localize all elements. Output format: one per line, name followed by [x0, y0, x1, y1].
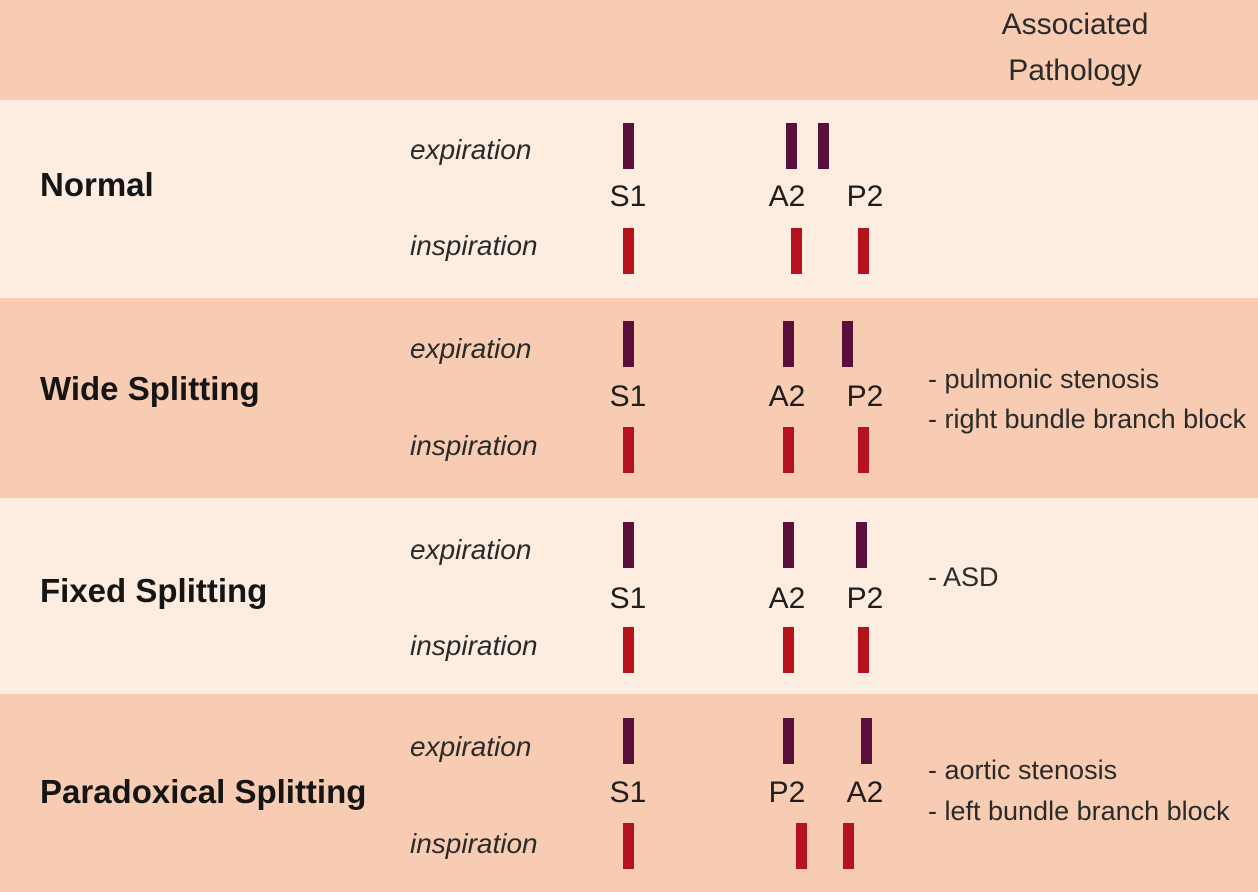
- sound-label-a2: A2: [768, 180, 806, 213]
- row-title-wide-splitting: Wide Splitting: [40, 370, 260, 407]
- sound-label-p2: P2: [768, 776, 806, 809]
- phase-label-expiration: expiration: [410, 333, 532, 364]
- inspiration-p2-bar: [858, 427, 869, 473]
- sound-label-p2: P2: [846, 180, 884, 213]
- expiration-a2-bar: [786, 123, 797, 169]
- pathology-item: - left bundle branch block: [928, 796, 1230, 826]
- inspiration-s1-bar: [623, 823, 634, 869]
- sound-label-p2: P2: [846, 582, 884, 615]
- pathology-item: - ASD: [928, 562, 999, 592]
- inspiration-s1-bar: [623, 627, 634, 673]
- pathology-item: - aortic stenosis: [928, 755, 1118, 785]
- phase-label-inspiration: inspiration: [410, 430, 538, 461]
- inspiration-s1-bar: [623, 427, 634, 473]
- expiration-s1-bar: [623, 718, 634, 764]
- expiration-s1-bar: [623, 123, 634, 169]
- inspiration-a2-bar: [783, 427, 794, 473]
- sound-label-a2: A2: [768, 380, 806, 413]
- phase-label-expiration: expiration: [410, 731, 532, 762]
- phase-label-expiration: expiration: [410, 534, 532, 565]
- sound-label-a2: A2: [768, 582, 806, 615]
- expiration-s1-bar: [623, 321, 634, 367]
- sound-label-s1: S1: [609, 776, 647, 809]
- expiration-p2-bar: [856, 522, 867, 568]
- phase-label-inspiration: inspiration: [410, 230, 538, 261]
- sound-label-s1: S1: [609, 582, 647, 615]
- pathology-item: - pulmonic stenosis: [928, 364, 1160, 394]
- header-band: [0, 0, 1258, 100]
- sound-label-p2: P2: [846, 380, 884, 413]
- phase-label-inspiration: inspiration: [410, 630, 538, 661]
- row-title-normal: Normal: [40, 166, 154, 203]
- pathology-item: - right bundle branch block: [928, 404, 1247, 434]
- expiration-a2-bar: [783, 321, 794, 367]
- expiration-s1-bar: [623, 522, 634, 568]
- phase-label-inspiration: inspiration: [410, 828, 538, 859]
- sound-label-s1: S1: [609, 180, 647, 213]
- sound-label-a2: A2: [846, 776, 884, 809]
- row-title-fixed-splitting: Fixed Splitting: [40, 572, 268, 609]
- expiration-p2-bar: [818, 123, 829, 169]
- inspiration-a2-bar: [791, 228, 802, 274]
- inspiration-p2-bar: [858, 627, 869, 673]
- expiration-a2-bar: [783, 522, 794, 568]
- sound-label-s1: S1: [609, 380, 647, 413]
- phase-label-expiration: expiration: [410, 134, 532, 165]
- expiration-a2-bar: [861, 718, 872, 764]
- inspiration-a2-bar: [843, 823, 854, 869]
- expiration-p2-bar: [842, 321, 853, 367]
- pathology-header-line1: Associated: [1001, 8, 1149, 41]
- pathology-header-line2: Pathology: [1008, 54, 1142, 87]
- inspiration-s1-bar: [623, 228, 634, 274]
- inspiration-a2-bar: [783, 627, 794, 673]
- expiration-p2-bar: [783, 718, 794, 764]
- row-title-paradoxical-splitting: Paradoxical Splitting: [40, 773, 367, 810]
- inspiration-p2-bar: [858, 228, 869, 274]
- inspiration-p2-bar: [796, 823, 807, 869]
